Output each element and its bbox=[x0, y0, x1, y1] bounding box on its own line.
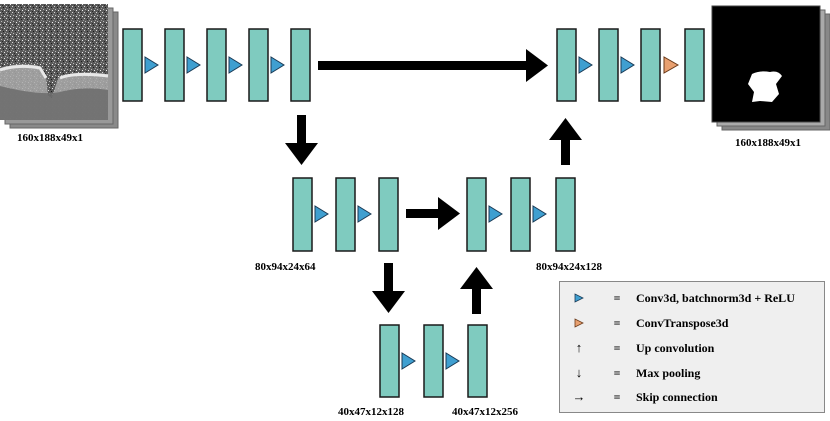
conv-triangle-icon bbox=[532, 205, 547, 223]
bott-in-size-label: 40x47x12x128 bbox=[338, 406, 404, 418]
input-image bbox=[0, 4, 109, 120]
segmentation-mask bbox=[748, 71, 782, 102]
up-arrow-icon: ↑ bbox=[575, 340, 583, 355]
conv-transpose-triangle-icon bbox=[663, 56, 680, 74]
input-volume bbox=[0, 4, 119, 129]
dec2-block-1 bbox=[466, 177, 487, 252]
enc2-block-1 bbox=[292, 177, 313, 252]
output-size-label: 160x188x49x1 bbox=[735, 137, 801, 149]
up-convolution-arrow bbox=[460, 267, 493, 314]
skip-connection-arrow bbox=[406, 197, 460, 230]
blue-triangle-icon bbox=[572, 289, 586, 307]
max-pooling-arrow bbox=[372, 263, 405, 313]
bott-block-2 bbox=[423, 324, 444, 398]
enc2-size-label: 80x94x24x64 bbox=[255, 261, 316, 273]
legend-item-skip: → = Skip connection bbox=[560, 388, 826, 406]
enc1-block-4 bbox=[248, 28, 269, 102]
legend: = Conv3d, batchnorm3d + ReLU = ConvTrans… bbox=[559, 281, 825, 413]
conv-triangle-icon bbox=[228, 56, 243, 74]
dec1-block-2 bbox=[598, 28, 619, 102]
skip-connection-arrow bbox=[318, 49, 548, 82]
legend-equals: = bbox=[613, 291, 621, 305]
input-size-label: 160x188x49x1 bbox=[17, 132, 83, 144]
dec1-block-3 bbox=[640, 28, 661, 102]
conv-triangle-icon bbox=[578, 56, 593, 74]
enc2-block-3 bbox=[378, 177, 399, 252]
enc1-block-1 bbox=[122, 28, 143, 102]
orange-triangle-icon bbox=[572, 314, 586, 332]
enc2-block-2 bbox=[335, 177, 356, 252]
output-volume bbox=[711, 5, 830, 131]
conv-triangle-icon bbox=[488, 205, 503, 223]
enc1-block-5 bbox=[290, 28, 311, 102]
conv-triangle-icon bbox=[270, 56, 285, 74]
dec2-block-3 bbox=[555, 177, 576, 252]
right-arrow-icon: → bbox=[572, 389, 586, 404]
max-pooling-arrow bbox=[285, 115, 318, 165]
conv-triangle-icon bbox=[357, 205, 372, 223]
bott-block-1 bbox=[379, 324, 400, 398]
bott-block-3 bbox=[467, 324, 488, 398]
legend-item-transpose: = ConvTranspose3d bbox=[560, 314, 826, 332]
legend-label: Max pooling bbox=[636, 366, 701, 380]
legend-equals: = bbox=[613, 316, 621, 330]
down-arrow-icon: ↓ bbox=[575, 365, 583, 380]
legend-equals: = bbox=[613, 341, 621, 355]
legend-item-conv: = Conv3d, batchnorm3d + ReLU bbox=[560, 289, 826, 307]
up-convolution-arrow bbox=[549, 118, 582, 165]
legend-label: ConvTranspose3d bbox=[636, 316, 729, 330]
enc1-block-2 bbox=[164, 28, 185, 102]
enc1-block-3 bbox=[206, 28, 227, 102]
conv-triangle-icon bbox=[314, 205, 329, 223]
conv-triangle-icon bbox=[144, 56, 159, 74]
dec2-block-2 bbox=[510, 177, 531, 252]
conv-triangle-icon bbox=[401, 352, 416, 370]
dec1-block-4 bbox=[684, 28, 705, 102]
dec1-block-1 bbox=[556, 28, 577, 102]
bott-out-size-label: 40x47x12x256 bbox=[452, 406, 518, 418]
dec2-size-label: 80x94x24x128 bbox=[536, 261, 602, 273]
conv-triangle-icon bbox=[186, 56, 201, 74]
legend-item-upconv: ↑ = Up convolution bbox=[560, 339, 826, 357]
legend-equals: = bbox=[613, 366, 621, 380]
legend-equals: = bbox=[613, 390, 621, 404]
legend-label: Conv3d, batchnorm3d + ReLU bbox=[636, 291, 795, 305]
legend-label: Skip connection bbox=[636, 390, 718, 404]
legend-item-maxpool: ↓ = Max pooling bbox=[560, 364, 826, 382]
conv-triangle-icon bbox=[620, 56, 635, 74]
output-mask-image bbox=[711, 5, 821, 123]
conv-triangle-icon bbox=[445, 352, 460, 370]
legend-label: Up convolution bbox=[636, 341, 715, 355]
